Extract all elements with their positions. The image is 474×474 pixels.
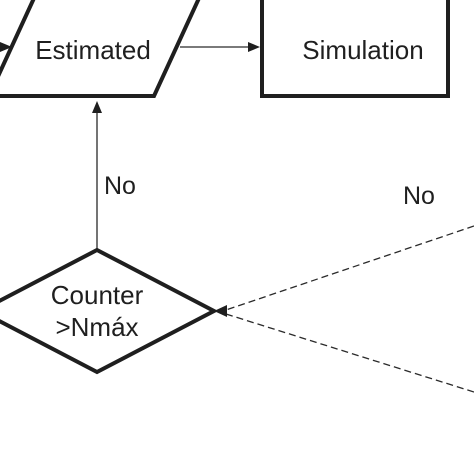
right-branch-label: No [403,182,435,210]
counter-label-line2: >Nmáx [55,312,138,342]
simulation-label: Simulation [302,35,423,65]
estimated-label: Estimated [35,35,151,65]
simulation-node [260,0,450,98]
counter-to-estimated-label: No [104,172,136,200]
dashed-connector-upper [225,225,474,311]
estimated-node [0,0,201,98]
simulation-arrowhead [248,42,260,52]
counter-node [0,247,219,375]
dashed-connector-lower [225,313,474,393]
counter-right-arrowhead [214,305,227,317]
estimated-bottom-arrowhead [92,101,102,113]
counter-label-line1: Counter [51,280,144,310]
incoming-arrowhead [0,42,12,52]
